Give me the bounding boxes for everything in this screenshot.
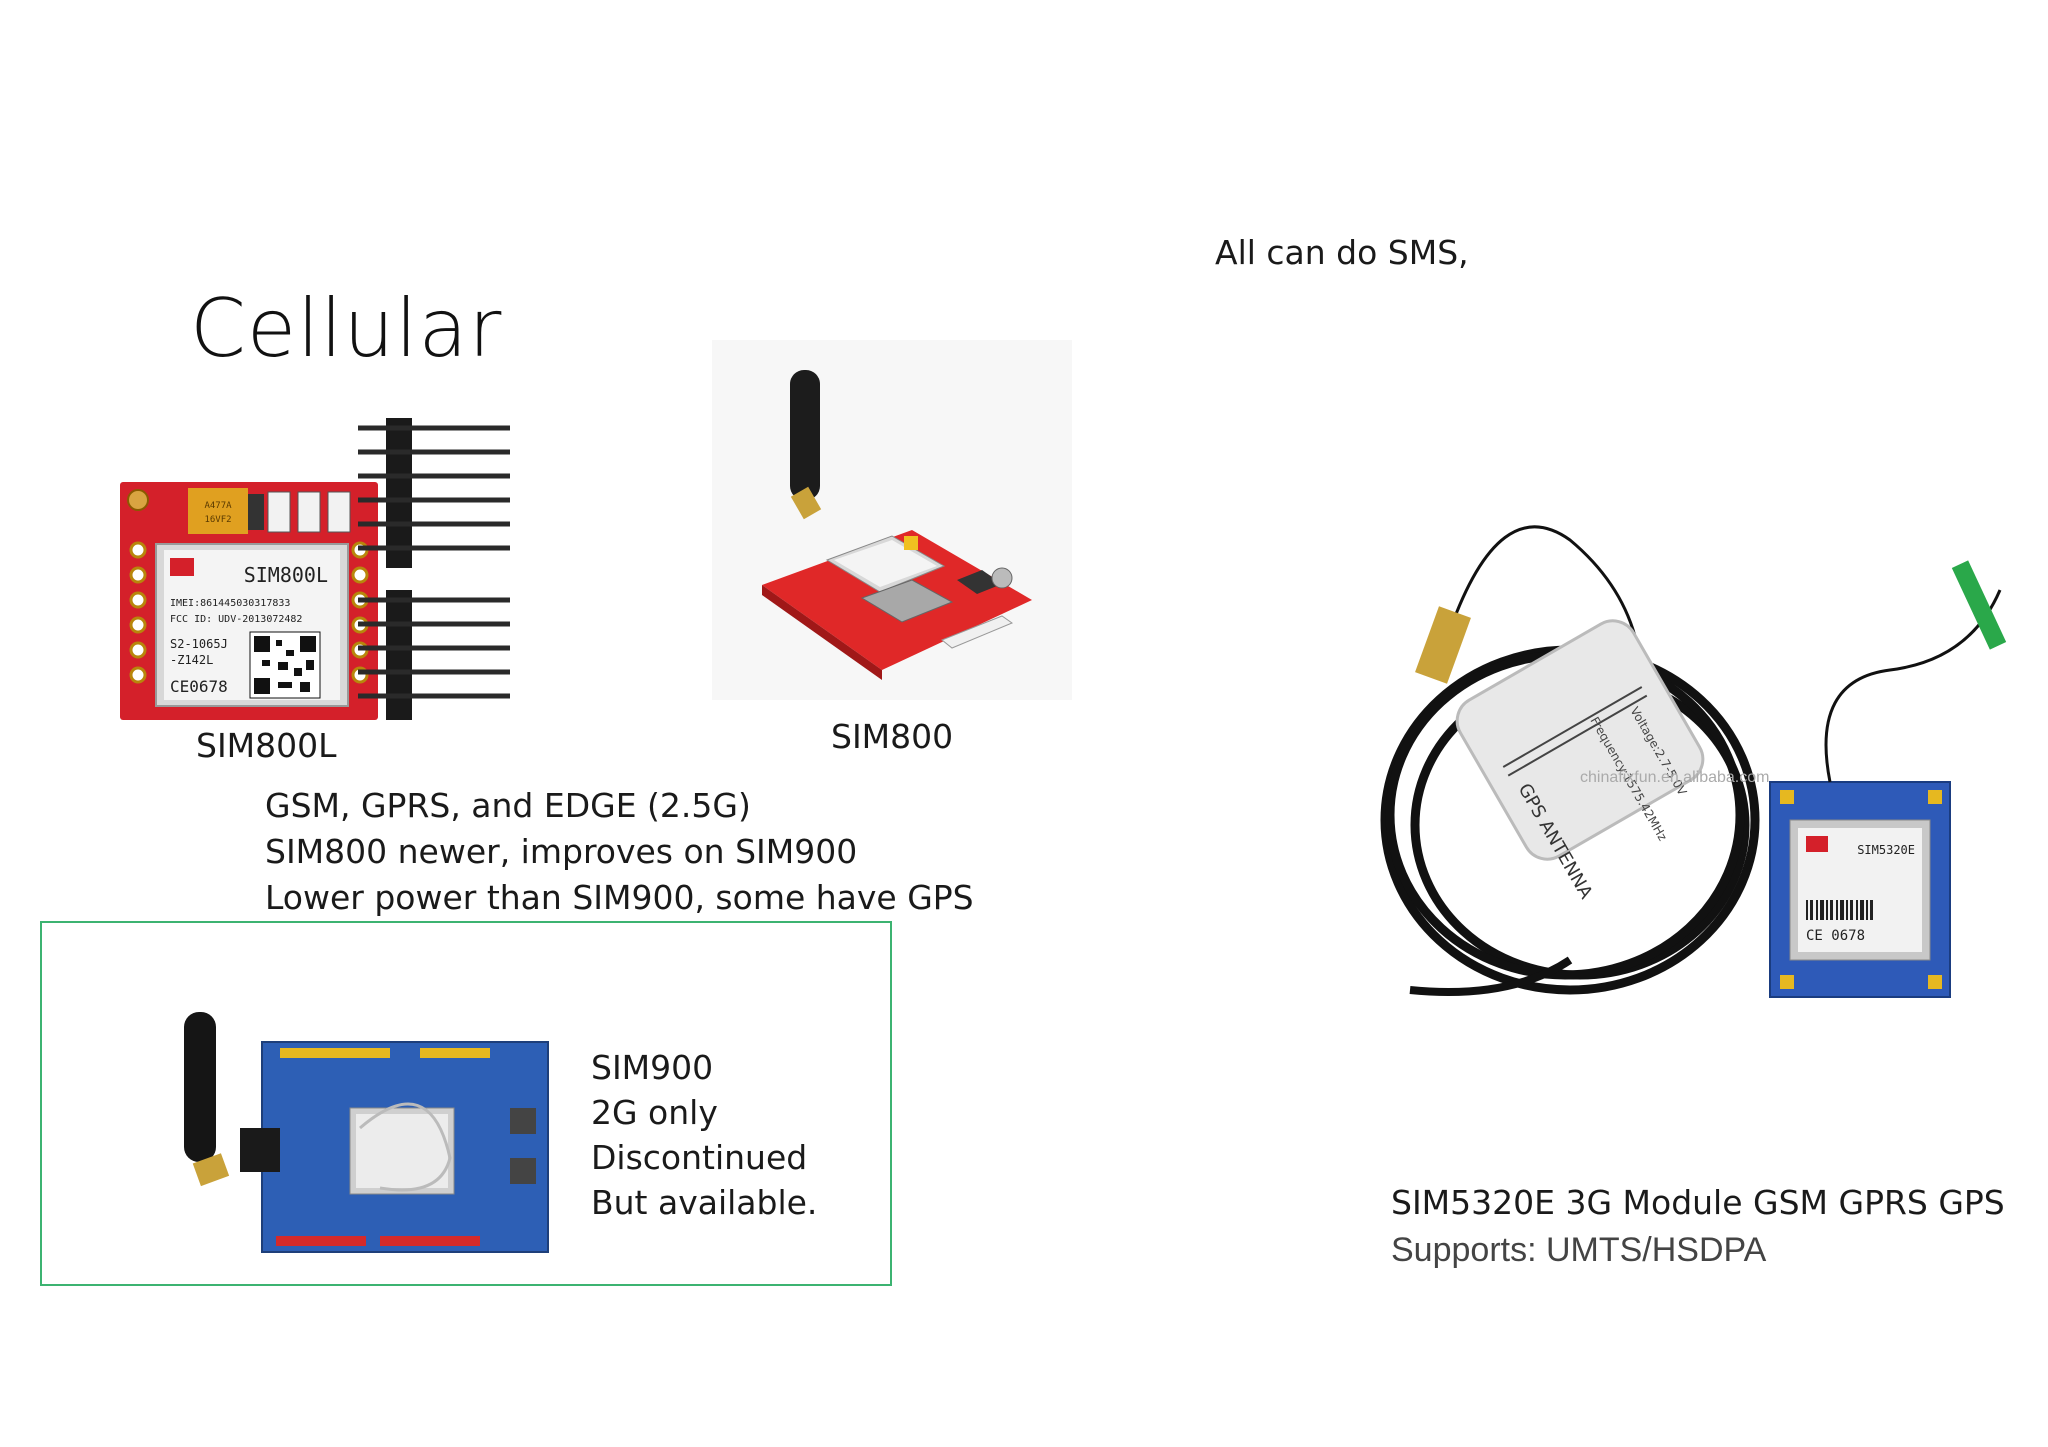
sim5320e-chip-text: SIM5320E (1857, 843, 1915, 857)
sim900-image (180, 1008, 560, 1260)
sim800l-code2: -Z142L (170, 653, 213, 667)
sim5320e-supports: Supports: UMTS/HSDPA (1391, 1231, 1767, 1269)
slide-title: Cellular (190, 282, 503, 375)
sim800-label: SIM800 (831, 717, 954, 756)
sim900-note-1: SIM900 (591, 1048, 714, 1087)
sim900-note-4: But available. (591, 1183, 818, 1222)
svg-text:16VF2: 16VF2 (204, 515, 231, 525)
sim900-box (40, 921, 892, 1286)
sim900-note-2: 2G only (591, 1093, 718, 1132)
sim800-note-1: GSM, GPRS, and EDGE (2.5G) (265, 786, 751, 825)
sim800l-fcc: FCC ID: UDV-2013072482 (170, 614, 302, 625)
sim5320e-image: GPS ANTENNA Frequency:1575.42MHz Voltage… (1370, 520, 2030, 1020)
sim800l-imei: IMEI:861445030317833 (170, 598, 290, 609)
sim5320e-ce: CE 0678 (1806, 928, 1865, 944)
svg-text:A477A: A477A (204, 501, 232, 511)
sim800l-label: SIM800L (196, 726, 337, 765)
sim800l-code1: S2-1065J (170, 637, 228, 651)
top-note: All can do SMS, (1215, 233, 1469, 272)
sim800l-ce: CE0678 (170, 677, 228, 696)
sim5320e-caption: SIM5320E 3G Module GSM GPRS GPS (1391, 1183, 2005, 1222)
sim800-image (712, 340, 1072, 700)
sim900-note-3: Discontinued (591, 1138, 808, 1177)
sim800-note-2: SIM800 newer, improves on SIM900 (265, 832, 858, 871)
watermark: chinafixfun.en.alibaba.com (1580, 769, 1769, 786)
sim800l-image: A477A 16VF2 SIM800L IMEI:861445030317833… (118, 410, 518, 730)
sim800-note-3: Lower power than SIM900, some have GPS (265, 878, 974, 917)
sim800l-chip-text: SIM800L (244, 563, 328, 587)
